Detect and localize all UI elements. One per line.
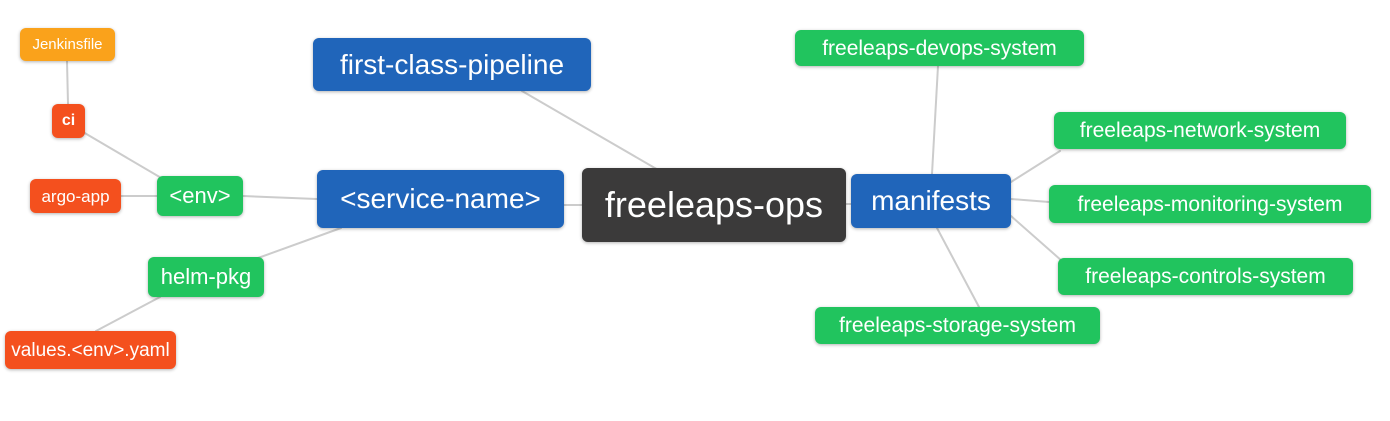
node-label: ci bbox=[61, 112, 76, 129]
edge-env-to-service-name bbox=[242, 195, 318, 200]
node-freeleaps-ops[interactable]: freeleaps-ops bbox=[582, 168, 846, 242]
node-first-class-pipeline[interactable]: first-class-pipeline bbox=[313, 38, 591, 91]
node-label: first-class-pipeline bbox=[339, 48, 565, 80]
node-label: freeleaps-network-system bbox=[1079, 119, 1321, 142]
node-argo-app[interactable]: argo-app bbox=[30, 179, 121, 213]
edge-manifests-to-freeleaps-storage-system bbox=[936, 227, 980, 308]
node-freeleaps-controls-system[interactable]: freeleaps-controls-system bbox=[1058, 258, 1353, 295]
node-jenkinsfile[interactable]: Jenkinsfile bbox=[20, 28, 115, 61]
edge-jenkinsfile-to-ci bbox=[66, 60, 69, 105]
node-label: Jenkinsfile bbox=[32, 36, 103, 53]
node-label: helm-pkg bbox=[160, 264, 252, 289]
node-label: values.<env>.yaml bbox=[11, 339, 170, 361]
node-freeleaps-devops-system[interactable]: freeleaps-devops-system bbox=[795, 30, 1084, 66]
node-freeleaps-storage-system[interactable]: freeleaps-storage-system bbox=[815, 307, 1100, 344]
node-env[interactable]: <env> bbox=[157, 176, 243, 216]
node-values-env-yaml[interactable]: values.<env>.yaml bbox=[5, 331, 176, 369]
edge-manifests-to-freeleaps-network-system bbox=[1010, 150, 1061, 183]
edge-manifests-to-freeleaps-monitoring-system bbox=[1010, 198, 1050, 203]
node-label: argo-app bbox=[41, 186, 110, 206]
node-label: manifests bbox=[871, 185, 991, 216]
node-label: freeleaps-controls-system bbox=[1085, 265, 1326, 288]
edge-helm-pkg-to-service-name bbox=[257, 227, 342, 259]
edge-helm-pkg-to-values-env-yaml bbox=[95, 296, 161, 332]
node-freeleaps-monitoring-system[interactable]: freeleaps-monitoring-system bbox=[1049, 185, 1371, 223]
edge-manifests-to-freeleaps-devops-system bbox=[931, 65, 939, 175]
node-helm-pkg[interactable]: helm-pkg bbox=[148, 257, 264, 297]
node-label: <env> bbox=[169, 183, 231, 208]
node-label: <service-name> bbox=[340, 183, 541, 214]
node-ci[interactable]: ci bbox=[52, 104, 85, 138]
node-service-name[interactable]: <service-name> bbox=[317, 170, 564, 228]
node-label: freeleaps-devops-system bbox=[822, 36, 1057, 60]
node-label: freeleaps-monitoring-system bbox=[1077, 192, 1343, 216]
edge-first-class-pipeline-to-freeleaps-ops bbox=[521, 90, 661, 172]
node-label: freeleaps-ops bbox=[604, 184, 824, 225]
node-label: freeleaps-storage-system bbox=[839, 314, 1076, 337]
node-freeleaps-network-system[interactable]: freeleaps-network-system bbox=[1054, 112, 1346, 149]
node-manifests[interactable]: manifests bbox=[851, 174, 1011, 228]
edge-ci-to-env bbox=[82, 131, 164, 180]
